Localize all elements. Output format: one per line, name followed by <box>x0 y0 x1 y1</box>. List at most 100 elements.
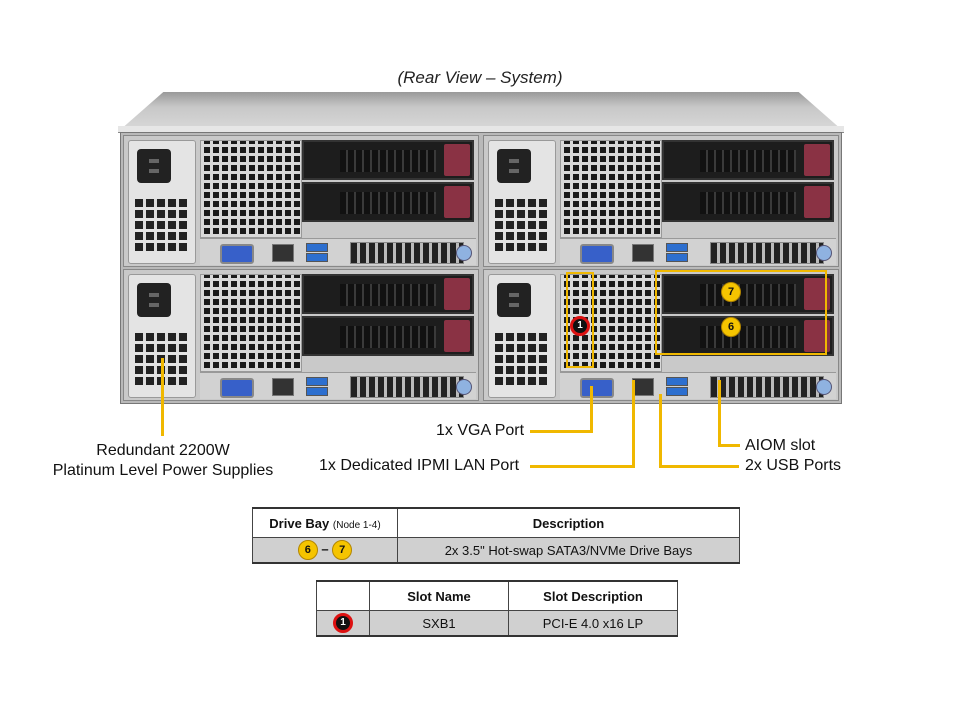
node-3 <box>123 269 479 401</box>
vga-callout-line-v <box>590 386 593 432</box>
sxb1-slot-highlight <box>566 272 594 368</box>
io-panel <box>200 238 476 265</box>
range-separator: – <box>321 541 329 557</box>
usb-port <box>666 387 688 396</box>
power-inlet-icon <box>137 283 171 317</box>
slot-marker-1: 1 <box>570 316 590 336</box>
vga-port <box>220 244 254 264</box>
vga-port <box>580 378 614 398</box>
usb-callout-line-h <box>659 465 739 468</box>
ipmi-lan-port <box>272 244 294 262</box>
power-supply <box>488 140 556 264</box>
node-1 <box>123 135 479 267</box>
vga-callout-line-h <box>530 430 593 433</box>
vga-port <box>220 378 254 398</box>
table-header-row: Slot Name Slot Description <box>316 580 678 611</box>
header-marker <box>316 580 370 611</box>
drive-bay-range: 6 – 7 <box>252 537 398 564</box>
usb-callout-line-v <box>659 394 662 468</box>
io-panel <box>200 372 476 399</box>
power-inlet-icon <box>137 149 171 183</box>
thumbscrew-icon <box>816 245 832 261</box>
server-chassis <box>120 132 842 404</box>
thumbscrew-icon <box>456 245 472 261</box>
usb-port <box>306 243 328 252</box>
io-panel <box>560 238 836 265</box>
usb-port <box>666 377 688 386</box>
usb-port <box>306 377 328 386</box>
node-4 <box>483 269 839 401</box>
ipmi-callout-line-h <box>530 465 635 468</box>
vga-port <box>580 244 614 264</box>
io-panel <box>560 372 836 399</box>
drive-bay <box>302 140 474 180</box>
slot-marker-1: 1 <box>333 613 353 633</box>
power-supply <box>128 140 196 264</box>
slot-table: Slot Name Slot Description 1 SXB1 PCI-E … <box>316 580 678 637</box>
header-slot-name: Slot Name <box>369 580 509 611</box>
drive-latch <box>444 278 470 310</box>
header-drive-bay: Drive Bay (Node 1-4) <box>252 507 398 538</box>
drive-bay <box>302 316 474 356</box>
aiom-slot <box>350 242 464 264</box>
power-supply <box>488 274 556 398</box>
drive-bay <box>662 274 834 314</box>
drive-marker-7: 7 <box>721 282 741 302</box>
drive-bay <box>662 140 834 180</box>
table-row: 6 – 7 2x 3.5" Hot-swap SATA3/NVMe Drive … <box>252 537 740 564</box>
drive-bays-highlight <box>655 270 827 355</box>
psu-callout-line <box>161 358 164 436</box>
header-description: Description <box>397 507 740 538</box>
table-row: 1 SXB1 PCI-E 4.0 x16 LP <box>316 610 678 637</box>
drive-latch <box>444 186 470 218</box>
usb-port <box>306 253 328 262</box>
drive-marker-6: 6 <box>297 540 318 560</box>
psu-label-line1: Redundant 2200W <box>96 442 230 459</box>
expansion-slot-grill <box>200 140 302 238</box>
usb-label: 2x USB Ports <box>745 457 842 474</box>
aiom-slot <box>710 242 824 264</box>
drive-latch <box>444 144 470 176</box>
drive-bay <box>302 182 474 222</box>
psu-fan-grill <box>495 199 547 251</box>
drive-latch <box>804 144 830 176</box>
header-slot-description: Slot Description <box>508 580 678 611</box>
slot-marker-cell: 1 <box>316 610 370 637</box>
drive-bay <box>302 274 474 314</box>
thumbscrew-icon <box>456 379 472 395</box>
aiom-callout-line-v <box>718 380 721 446</box>
drive-latch <box>804 186 830 218</box>
drive-marker-7: 7 <box>332 540 353 560</box>
ipmi-lan-port <box>632 244 654 262</box>
psu-fan-grill <box>135 199 187 251</box>
aiom-slot <box>350 376 464 398</box>
power-inlet-icon <box>497 149 531 183</box>
drive-bay-table: Drive Bay (Node 1-4) Description 6 – 7 2… <box>252 507 740 564</box>
expansion-slot-grill <box>560 140 662 238</box>
ipmi-callout-line-v <box>632 380 635 468</box>
slot-description: PCI-E 4.0 x16 LP <box>508 610 678 637</box>
usb-port <box>666 253 688 262</box>
vga-label: 1x VGA Port <box>436 422 525 439</box>
slot-name: SXB1 <box>369 610 509 637</box>
power-inlet-icon <box>497 283 531 317</box>
expansion-slot-grill <box>200 274 302 372</box>
thumbscrew-icon <box>816 379 832 395</box>
drive-marker-6: 6 <box>721 317 741 337</box>
aiom-label: AIOM slot <box>745 437 816 454</box>
chassis-top-cover <box>120 92 842 130</box>
header-node-note: (Node 1-4) <box>332 519 381 531</box>
usb-port <box>666 243 688 252</box>
drive-bay <box>662 182 834 222</box>
ipmi-label: 1x Dedicated IPMI LAN Port <box>319 457 520 474</box>
ipmi-lan-port <box>272 378 294 396</box>
psu-fan-grill <box>495 333 547 385</box>
aiom-slot <box>710 376 824 398</box>
usb-port <box>306 387 328 396</box>
node-2 <box>483 135 839 267</box>
diagram-title: (Rear View – System) <box>397 68 563 87</box>
drive-description: 2x 3.5" Hot-swap SATA3/NVMe Drive Bays <box>397 537 740 564</box>
drive-bay <box>662 316 834 356</box>
ipmi-lan-port <box>632 378 654 396</box>
drive-latch <box>444 320 470 352</box>
